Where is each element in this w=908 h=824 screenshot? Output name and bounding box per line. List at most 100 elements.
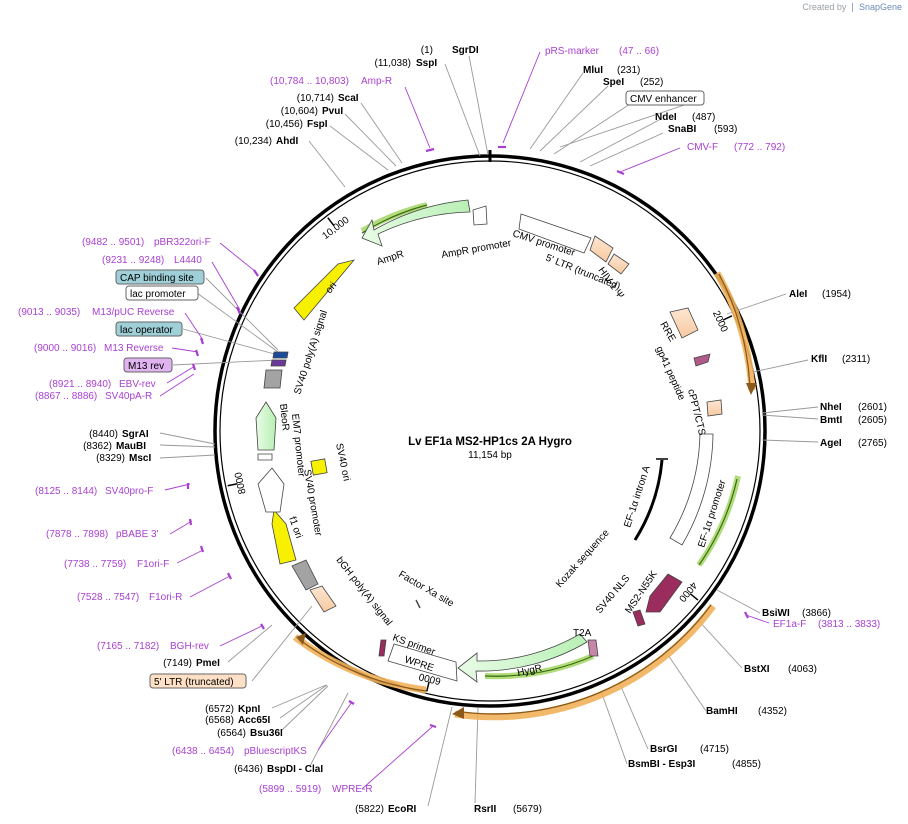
enzyme-name: BsmBI - Esp3I [628,759,695,770]
enzyme-pos: (487) [692,112,715,123]
primer-range: (7878 .. 7898) [46,529,108,540]
primer-range: (7528 .. 7547) [77,592,139,603]
enzyme-pos: (1954) [822,289,851,300]
brand-name: SnapGene [858,2,902,12]
scale-tick [327,217,335,227]
enzyme-name: BsrGI [650,744,677,755]
primer-name: M13/pUC Reverse [92,307,175,318]
enzyme-pos: (2311) [842,354,870,365]
primer-name: pRS-marker [545,46,600,57]
enzyme-name: Acc65I [238,715,270,726]
primer-range: (7165 .. 7182) [97,641,159,652]
enzyme-name: SspI [416,58,437,69]
enzyme-pos: (10,714) [297,93,334,104]
enzyme-name: AhdI [276,136,298,147]
primer-range: (10,784 .. 10,803) [270,76,349,87]
enzyme-name: SgrDI [452,45,479,56]
enzyme-pos: (5679) [513,804,542,815]
primer-range: (9013 .. 9035) [18,307,80,318]
enzyme-pos: (8440) [89,429,118,440]
enzyme-name: AgeI [820,438,842,449]
enzyme-name: SpeI [603,77,624,88]
enzyme-name: FspI [307,119,328,130]
primer-name: SV40pA-R [105,391,152,402]
feature-label: AmpR promoter [441,238,513,261]
primer-name: pBluescriptKS [244,746,307,757]
enzyme-pos: (4855) [732,759,761,770]
primer-name: SV40pro-F [105,486,153,497]
enzyme-pos: (593) [714,124,737,135]
primer-range: (6438 .. 6454) [172,746,234,757]
scale-tick-label: 10,000 [320,215,351,243]
enzyme-pos: (6436) [234,764,263,775]
feature-label: Factor Xa site [397,569,456,610]
enzyme-name: BstXI [744,664,770,675]
enzyme-pos: (1) [421,45,433,56]
primer-name: BGH-rev [170,641,209,652]
primer-range: (3813 .. 3833) [818,619,880,630]
feature-label: Kozak sequence [554,527,612,590]
scale-tick-label: 8000 [233,471,248,495]
enzyme-name: RsrII [474,804,496,815]
enzyme-pos: (10,456) [266,119,303,130]
feature-label: RRE [657,320,677,344]
enzyme-name: NdeI [655,112,677,123]
primer-name: F1ori-R [149,592,182,603]
enzyme-pos: (4063) [788,664,817,675]
enzyme-pos: (11,038) [374,58,411,69]
primer-range: (8921 .. 8940) [49,379,111,390]
primer-range: (47 .. 66) [619,46,659,57]
enzyme-name: KpnI [238,704,260,715]
feature-label: T2A [573,628,592,639]
enzyme-name: PmeI [196,658,220,669]
primer-range: (8125 .. 8144) [35,486,97,497]
enzyme-pos: (8362) [83,441,112,452]
enzyme-name: Bsu36I [250,728,283,739]
primer-range: (772 .. 792) [734,142,785,153]
feature-label: gp41 peptide [653,345,687,403]
primer-name: M13 Reverse [104,343,164,354]
feature-label: SV40 promoter [301,469,324,538]
feature-label: bGH poly(A) signal [334,555,394,628]
enzyme-name: PvuI [322,106,343,117]
scale-tick-label: 6000 [417,670,442,686]
enzyme-pos: (5822) [355,804,384,815]
enzyme-pos: (6564) [217,728,246,739]
enzyme-pos: (6572) [205,704,234,715]
enzyme-name: MscI [129,453,151,464]
boxed-label-lac-operator: lac operator [120,325,173,336]
enzyme-pos: (231) [617,65,640,76]
enzyme-name: AleI [789,289,808,300]
scale-tick [227,483,238,487]
enzyme-name: SnaBI [668,124,697,135]
primer-name: EF1a-F [773,619,806,630]
primer-name: F1ori-F [137,559,169,570]
boxed-label-lac-promoter: lac promoter [130,289,186,300]
feature-label: BleoR [277,403,291,431]
enzyme-pos: (7149) [163,658,192,669]
enzyme-pos: (2765) [858,438,887,449]
feature-label: HygR [516,663,543,679]
boxed-label-5-ltr: 5' LTR (truncated) [154,677,234,688]
primer-name: pBR322ori-F [154,237,211,248]
scale-tick [722,315,733,321]
feature-label: EF-1α intron A [622,464,652,529]
enzyme-name: SgrAI [122,429,149,440]
enzyme-pos: (4715) [700,744,729,755]
enzyme-name: BmtI [820,415,842,426]
primer-name: CMV-F [687,142,718,153]
map-length: 11,154 bp [468,450,512,461]
feature-label: cPPT/CTS [685,388,707,437]
boxed-label-cmv-enhancer: CMV enhancer [630,94,697,105]
feature-label: EM7 promoter [289,413,307,478]
feature-label: SV40 ori [333,442,352,482]
feature-label: ori [324,280,340,296]
primer-range: (7738 .. 7759) [64,559,126,570]
enzyme-name: KflI [811,354,827,365]
enzyme-name: NheI [820,402,842,413]
enzyme-name: MluI [583,65,603,76]
credit-line: Created by ❘ SnapGene [802,2,902,13]
enzyme-name: MauBI [116,441,146,452]
primer-name: WPRE-R [332,784,373,795]
